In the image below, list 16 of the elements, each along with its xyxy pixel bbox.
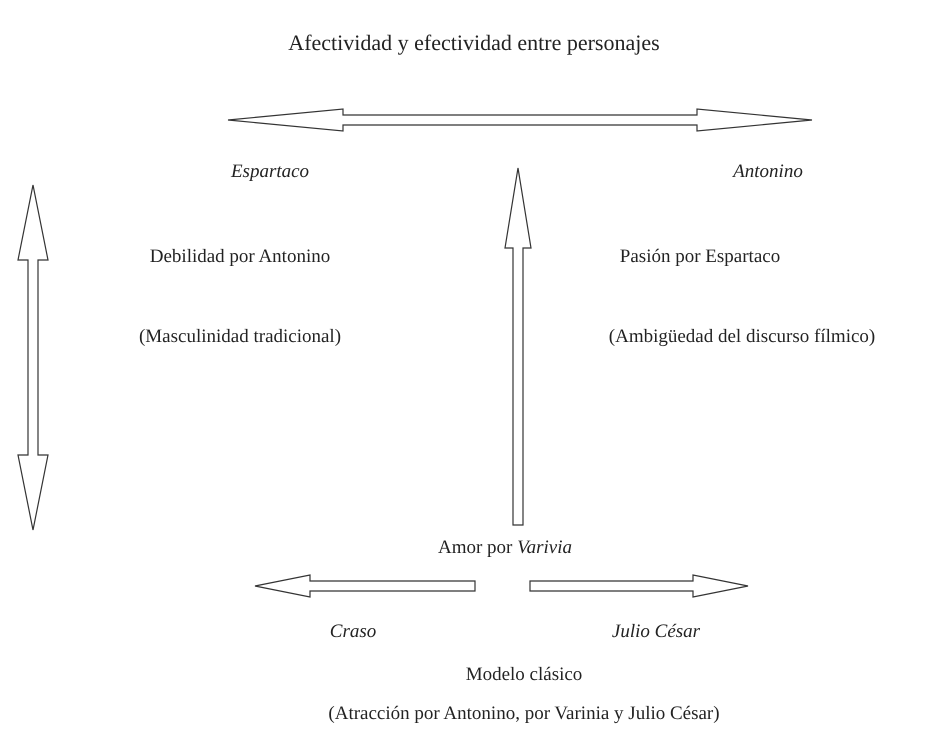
double-arrow bbox=[227, 108, 813, 132]
node-caption: Pasión por Espartaco bbox=[620, 246, 780, 268]
arrow bbox=[529, 574, 749, 598]
node-caption: Debilidad por Antonino bbox=[150, 246, 330, 268]
node-label: Julio César bbox=[612, 621, 700, 643]
arrow bbox=[254, 574, 476, 598]
node-label: Amor por Varivia bbox=[438, 537, 572, 559]
node-label: Antonino bbox=[733, 161, 803, 183]
diagram-title: Afectividad y efectividad entre personajes bbox=[288, 30, 660, 56]
note-text: Modelo clásico bbox=[466, 664, 582, 686]
note-text: (Atracción por Antonino, por Varinia y Julio César) bbox=[328, 703, 720, 725]
node-label: Craso bbox=[330, 621, 376, 643]
node-caption: (Masculinidad tradicional) bbox=[138, 326, 342, 348]
node-label: Espartaco bbox=[230, 161, 310, 183]
arrow bbox=[504, 167, 532, 526]
node-caption: (Ambigüedad del discurso fílmico) bbox=[608, 326, 876, 348]
